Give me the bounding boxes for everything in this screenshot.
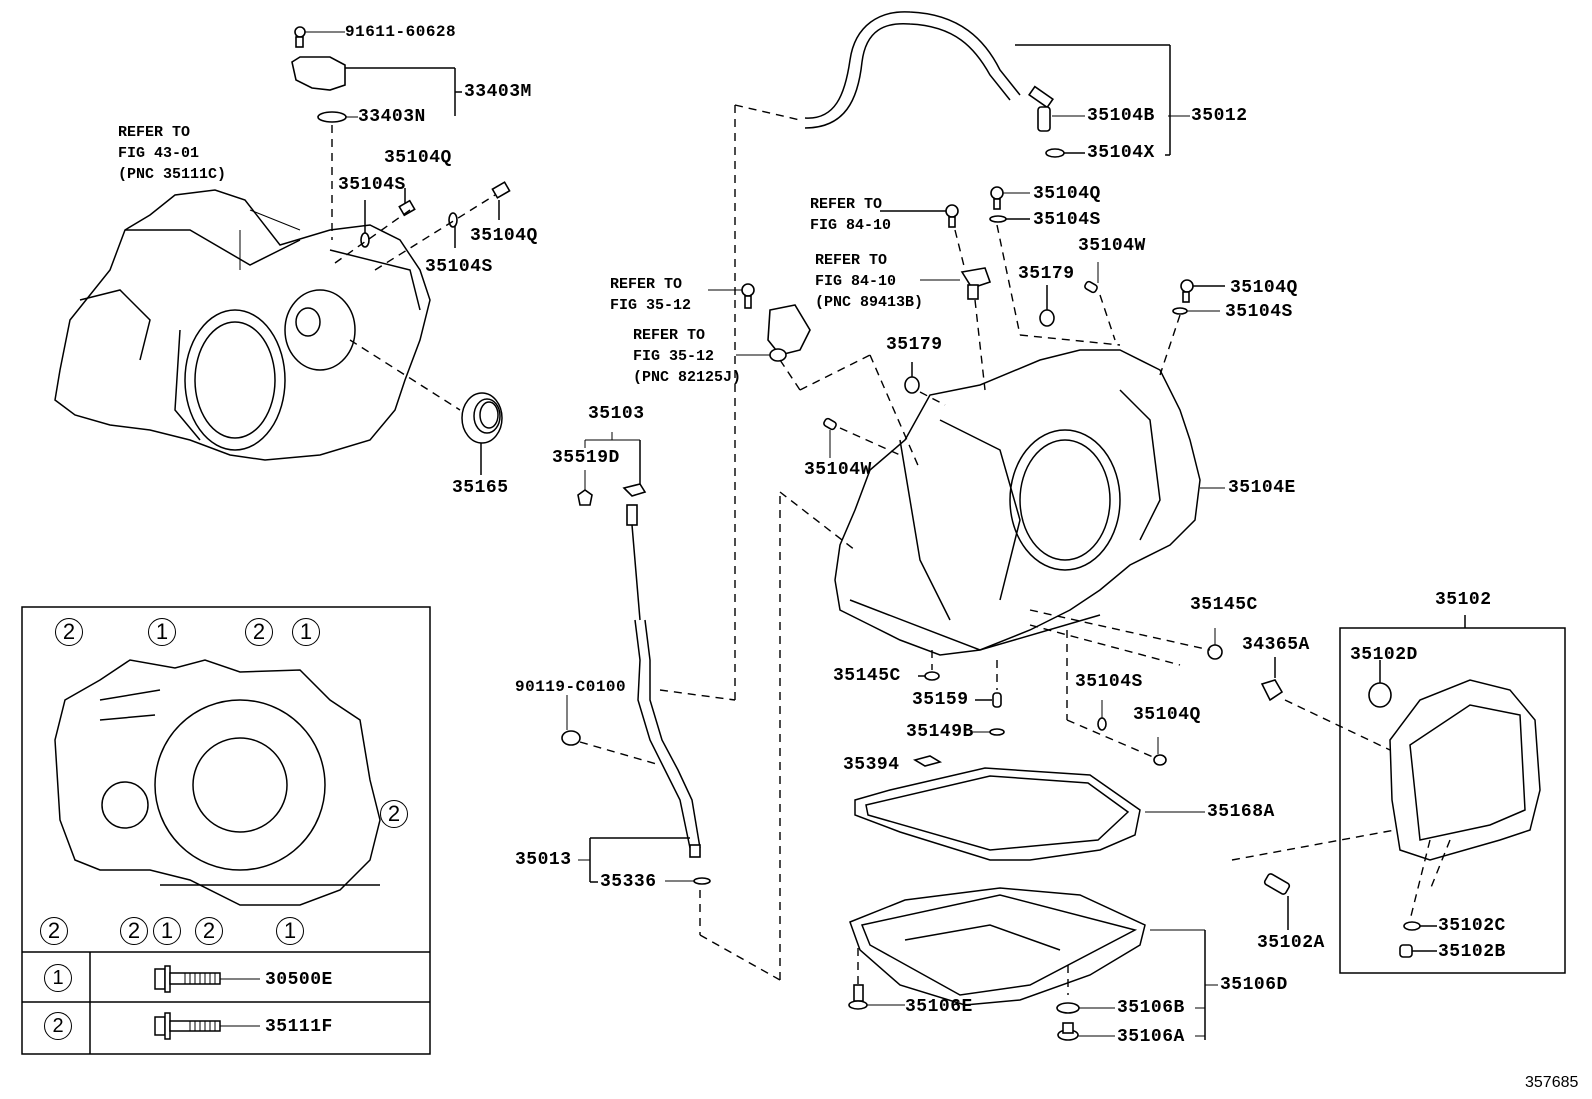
part-label-35104W[interactable]: 35104W	[804, 460, 872, 480]
inset-callout-bolt-type: 2	[195, 917, 223, 945]
figure-id: 357685	[1525, 1074, 1579, 1091]
part-label-35104Q[interactable]: 35104Q	[470, 226, 538, 246]
oil-seal-35165	[349, 339, 503, 475]
reference-fig-35-12-pnc-82125J[interactable]: REFER TO FIG 35-12 (PNC 82125J)	[633, 327, 742, 386]
inset-callout-bolt-type: 2	[380, 800, 408, 828]
part-label-35102[interactable]: 35102	[1435, 590, 1492, 610]
flange-bolt-icon	[154, 1012, 260, 1040]
bolt-part-number[interactable]: 35111F	[265, 1017, 333, 1037]
oil-pan-gasket-35168A	[854, 755, 1205, 861]
inset-callout-bolt-type: 1	[292, 618, 320, 646]
reference-fig-84-10[interactable]: REFER TO FIG 84-10	[810, 196, 892, 234]
bolt-table-key: 1	[44, 964, 72, 992]
side-cover-box-35102	[1231, 615, 1566, 974]
part-label-35149B[interactable]: 35149B	[906, 722, 974, 742]
part-label-35106E[interactable]: 35106E	[905, 997, 973, 1017]
inset-callout-bolt-type: 1	[153, 917, 181, 945]
part-label-35104Q[interactable]: 35104Q	[384, 148, 452, 168]
part-label-35104S[interactable]: 35104S	[338, 175, 406, 195]
part-label-35102A[interactable]: 35102A	[1257, 933, 1325, 953]
part-label-35104Q[interactable]: 35104Q	[1033, 184, 1101, 204]
part-label-90119-C0100[interactable]: 90119-C0100	[515, 678, 627, 696]
part-label-35103[interactable]: 35103	[588, 404, 645, 424]
part-label-35179[interactable]: 35179	[1018, 264, 1075, 284]
oil-pan-35106D	[848, 887, 1218, 1041]
flange-bolt-icon	[154, 965, 260, 993]
transaxle-case-35104E	[779, 186, 1225, 656]
part-label-91611-60628[interactable]: 91611-60628	[345, 23, 457, 41]
part-label-35165[interactable]: 35165	[452, 478, 509, 498]
small-parts-under-case	[918, 609, 1223, 766]
bolts-housing-top	[334, 181, 511, 271]
reference-fig-84-10-pnc-89413B[interactable]: REFER TO FIG 84-10 (PNC 89413B)	[815, 252, 924, 311]
part-label-35106B[interactable]: 35106B	[1117, 998, 1185, 1018]
part-label-35145C[interactable]: 35145C	[1190, 595, 1258, 615]
part-label-35013[interactable]: 35013	[515, 850, 572, 870]
part-label-35145C[interactable]: 35145C	[833, 666, 901, 686]
part-label-35106A[interactable]: 35106A	[1117, 1027, 1185, 1047]
transaxle-housing-left	[54, 189, 431, 461]
part-label-35104W[interactable]: 35104W	[1078, 236, 1146, 256]
part-label-35159[interactable]: 35159	[912, 690, 969, 710]
reference-fig-43-01[interactable]: REFER TO FIG 43-01 (PNC 35111C)	[118, 124, 227, 183]
part-label-35394[interactable]: 35394	[843, 755, 900, 775]
inset-callout-bolt-type: 2	[40, 917, 68, 945]
part-label-35179[interactable]: 35179	[886, 335, 943, 355]
part-label-33403N[interactable]: 33403N	[358, 107, 426, 127]
part-label-35104Q[interactable]: 35104Q	[1133, 705, 1201, 725]
part-label-35104S[interactable]: 35104S	[425, 257, 493, 277]
dipstick-assembly	[561, 300, 781, 981]
part-label-35104S[interactable]: 35104S	[1033, 210, 1101, 230]
part-label-35106D[interactable]: 35106D	[1220, 975, 1288, 995]
part-label-35104X[interactable]: 35104X	[1087, 143, 1155, 163]
part-label-35104E[interactable]: 35104E	[1228, 478, 1296, 498]
part-label-35012[interactable]: 35012	[1191, 106, 1248, 126]
parts-33403	[291, 26, 462, 240]
part-label-33403M[interactable]: 33403M	[464, 82, 532, 102]
inset-callout-bolt-type: 1	[276, 917, 304, 945]
part-label-35104Q[interactable]: 35104Q	[1230, 278, 1298, 298]
inset-box	[21, 606, 431, 1055]
bolt-part-number[interactable]: 30500E	[265, 970, 333, 990]
part-label-35102D[interactable]: 35102D	[1350, 645, 1418, 665]
inset-callout-bolt-type: 2	[120, 917, 148, 945]
part-label-35102B[interactable]: 35102B	[1438, 942, 1506, 962]
reference-fig-35-12[interactable]: REFER TO FIG 35-12	[610, 276, 692, 314]
part-label-35104B[interactable]: 35104B	[1087, 106, 1155, 126]
part-label-35336[interactable]: 35336	[600, 872, 657, 892]
bolt-table-key: 2	[44, 1012, 72, 1040]
part-label-35104S[interactable]: 35104S	[1225, 302, 1293, 322]
sensors-center	[708, 204, 992, 471]
inset-callout-bolt-type: 1	[148, 618, 176, 646]
hose-35012	[734, 11, 1190, 300]
part-label-35104S[interactable]: 35104S	[1075, 672, 1143, 692]
part-label-35519D[interactable]: 35519D	[552, 448, 620, 468]
inset-callout-bolt-type: 2	[55, 618, 83, 646]
part-label-35168A[interactable]: 35168A	[1207, 802, 1275, 822]
inset-callout-bolt-type: 2	[245, 618, 273, 646]
part-label-34365A[interactable]: 34365A	[1242, 635, 1310, 655]
part-label-35102C[interactable]: 35102C	[1438, 916, 1506, 936]
